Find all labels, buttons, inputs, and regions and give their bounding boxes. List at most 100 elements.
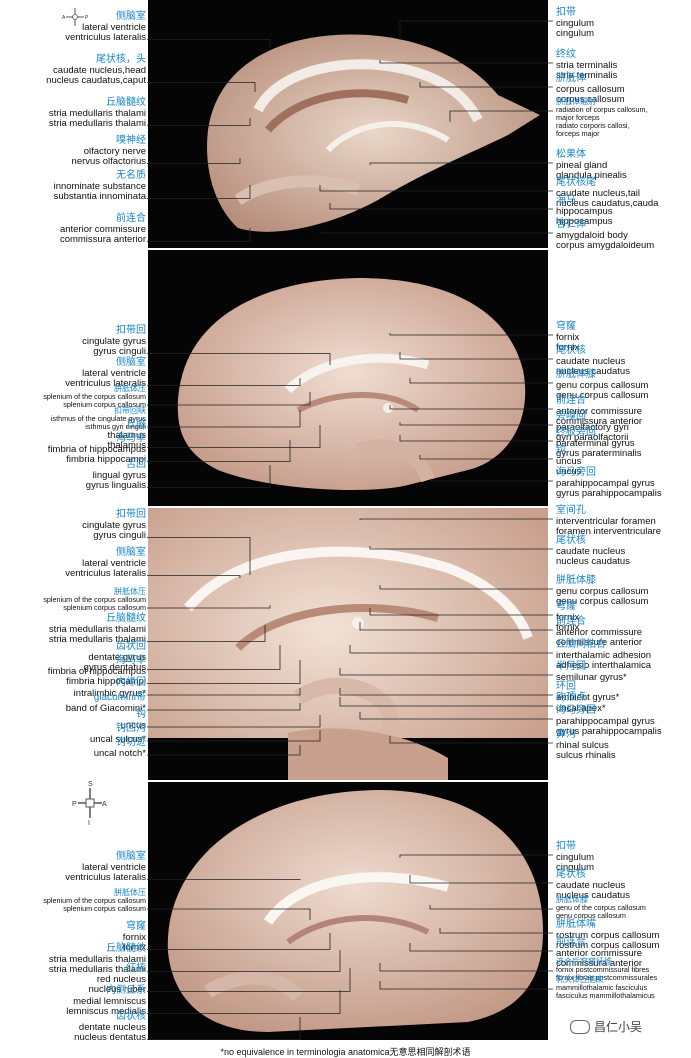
label-term: hippocampus xyxy=(556,216,613,227)
label-chinese: 室间孔 xyxy=(556,505,586,516)
label-chinese: 侧脑室 xyxy=(116,11,146,22)
label-chinese: 海马伞 xyxy=(116,655,146,666)
label-chinese: 松果体 xyxy=(556,149,586,160)
label-term: genu of the corpus callosum xyxy=(556,903,646,912)
label-term: paraolfactory gyri xyxy=(556,421,629,433)
label-term: medial lemniscus xyxy=(73,995,146,1007)
label-term: lateral ventricle xyxy=(82,367,146,379)
panel-3-photo xyxy=(148,508,548,780)
label-chinese: 海马伞 xyxy=(116,433,146,444)
label-chinese: 尾状核 xyxy=(556,869,586,880)
label-term: commissura anterior xyxy=(59,234,146,245)
dissection-illustration-4 xyxy=(167,790,543,1032)
label-chinese: 内缘回 xyxy=(116,677,146,688)
label-term: radiation of corpus callosum, xyxy=(556,105,648,114)
label-term: fimbria of hippocampus xyxy=(47,443,146,455)
label-term: anterior commissure xyxy=(556,405,643,417)
label-chinese: 钩 xyxy=(556,445,566,456)
label-chinese: 红核 xyxy=(126,963,146,974)
label-term: cingulum xyxy=(556,28,595,39)
label-term: corpus callosum xyxy=(556,83,625,95)
label-term: fornix xyxy=(556,342,580,353)
label-term: radiato corporis callosi, xyxy=(556,121,630,130)
label-chinese: 内侧丘系 xyxy=(106,985,146,996)
label-chinese: 杏仁体 xyxy=(556,219,586,230)
label-chinese: 钩 xyxy=(136,709,146,720)
label-chinese: 胼胝体膝 xyxy=(556,895,588,904)
label-chinese: 无名质 xyxy=(116,170,146,181)
label-term: stria medullaris thalami xyxy=(48,634,146,645)
label-term: isthmus gyri cinguli xyxy=(85,422,146,431)
label-chinese: 扣带回峡 xyxy=(114,406,146,415)
label-chinese: 胼胝体辐射 xyxy=(556,97,596,106)
label-term: ambient gyrus* xyxy=(556,691,620,703)
label-term: nucleus dentatus xyxy=(74,1032,146,1043)
watermark: 昌仁小吴 xyxy=(570,1018,642,1035)
compass-label-a: A xyxy=(102,801,107,808)
label-term: fimbria hippocampi xyxy=(66,454,146,465)
label-term: nucleus caudatus,caput xyxy=(46,75,146,86)
label-term: fornix fibrae postcommissurales xyxy=(556,973,658,982)
label-chinese: 终板旁回 xyxy=(556,427,596,438)
label-chinese: 胼胝体压 xyxy=(114,384,146,393)
label-chinese: 齿状回 xyxy=(116,641,146,652)
label-term: gyrus parahippocampalis xyxy=(556,726,662,737)
label-term: stria medullaris thalami xyxy=(48,953,146,965)
label-chinese: 穹窿 xyxy=(556,321,576,332)
panel-1-photo xyxy=(148,0,548,248)
dissection-illustration-1 xyxy=(207,34,540,232)
label-term: nucleus caudatus xyxy=(556,890,630,901)
label-term: anterior commissure xyxy=(59,223,146,235)
label-chinese: 侧脑室 xyxy=(116,357,146,368)
label-term: fornix xyxy=(556,331,580,343)
label-chinese: 乳头体丘脑束 xyxy=(556,975,604,984)
label-term: anterior commissure xyxy=(556,947,643,959)
label-term: genu corpus callosum xyxy=(556,390,649,401)
dissection-illustration-2 xyxy=(177,278,526,490)
label-term: interventricular foramen xyxy=(556,515,656,527)
label-chinese: 连合后穹窿纤维 xyxy=(556,957,612,966)
label-term: foramen interventriculare xyxy=(556,526,662,537)
label-term: genu corpus callosum xyxy=(556,596,649,607)
label-chinese: 终纹 xyxy=(556,49,576,60)
label-term: major forceps xyxy=(556,113,600,122)
label-chinese: 尾状核尾 xyxy=(556,177,596,188)
label-chinese: 丘脑间粘合 xyxy=(556,639,606,650)
label-term: commissure anterior xyxy=(556,637,643,648)
label-term: rostrum corpus callosum xyxy=(556,929,660,941)
label-chinese: 丘脑髓纹 xyxy=(106,613,146,624)
label-term: gyrus paraterminalis xyxy=(556,448,642,459)
label-term: uncus xyxy=(556,455,582,467)
panel-4-photo xyxy=(148,782,548,1040)
label-term: lingual gyrus xyxy=(92,469,146,481)
label-chinese: 穹窿 xyxy=(556,601,576,612)
label-term: glandula pinealis xyxy=(556,170,627,181)
label-term: uncal apex* xyxy=(556,702,606,714)
label-term: caudate nucleus xyxy=(556,545,626,557)
label-term: caudate nucleus xyxy=(556,879,626,891)
label-term: gyrus cinguli xyxy=(93,530,146,541)
label-chinese: 钩顶点 xyxy=(556,692,586,703)
label-term: amygdaloid body xyxy=(556,229,628,241)
label-term: ventriculus lateralis xyxy=(65,872,146,883)
label-term: genu corpus callosum xyxy=(556,585,649,597)
label-term: pineal gland xyxy=(556,159,608,171)
label-term: cingulum xyxy=(556,17,595,29)
